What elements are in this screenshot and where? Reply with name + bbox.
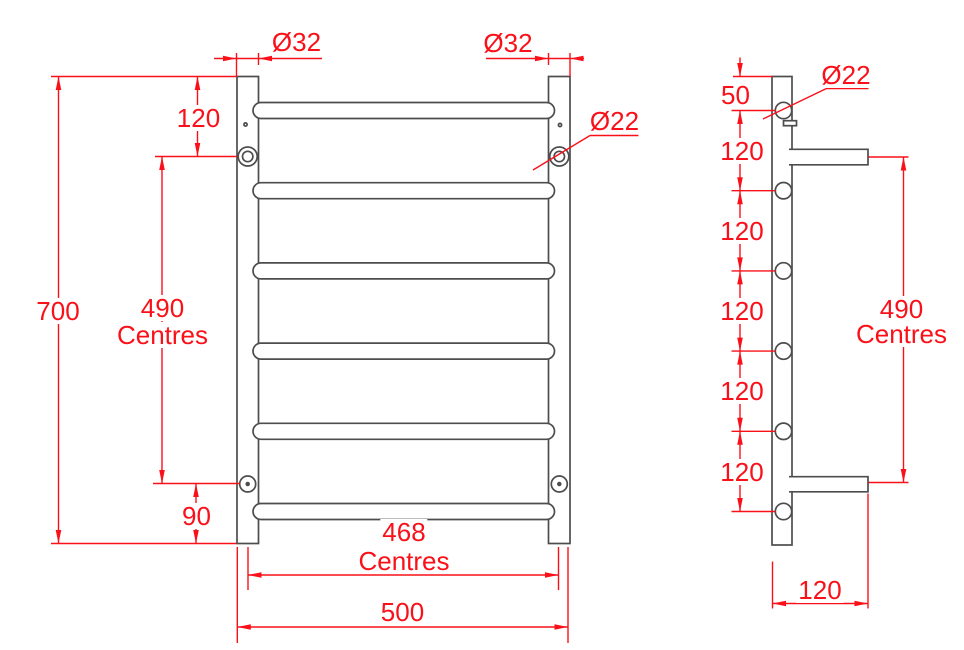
- label-bracket-centres-side-word: Centres: [853, 318, 950, 349]
- label-rail-centres-word: Centres: [356, 545, 452, 576]
- side-wall-tab: [782, 119, 798, 127]
- rail-1: [252, 101, 556, 120]
- side-bracket-bottom: [789, 475, 869, 493]
- side-rail-end-2: [774, 181, 793, 200]
- dim-rail-centres: [247, 547, 560, 590]
- label-overall-height: 700: [34, 296, 82, 326]
- rail-4: [252, 342, 556, 360]
- dim-post-diameter-left: [214, 53, 322, 77]
- label-top-to-first-rail: 50: [719, 79, 752, 110]
- dim-overall-width: [236, 547, 569, 643]
- label-rail-spacing-1: 120: [718, 135, 766, 166]
- side-post: [771, 75, 793, 546]
- side-view: [771, 75, 869, 546]
- side-rail-end-6: [774, 502, 793, 521]
- leader-rail-diameter-front: [532, 134, 639, 171]
- label-post-diameter-left: Ø32: [269, 27, 324, 57]
- label-rail-spacing-4: 120: [718, 376, 766, 406]
- mount-bracket-top-left: [237, 146, 259, 167]
- side-bracket-top: [789, 148, 869, 166]
- label-overall-width: 500: [378, 596, 427, 627]
- dim-rail-spacing-chain: [731, 57, 776, 513]
- label-top-to-bracket: 120: [174, 103, 223, 133]
- label-rail-diameter-side: Ø22: [819, 60, 873, 90]
- side-rail-end-4: [774, 342, 793, 361]
- front-view: [236, 75, 571, 545]
- side-rail-end-1: [774, 101, 793, 120]
- dim-bracket-projection: [771, 493, 869, 609]
- dim-post-diameter-right: [486, 53, 584, 77]
- leader-rail-diameter-side: [762, 87, 869, 120]
- grub-screw-hole-right: [557, 122, 563, 128]
- label-bracket-to-bottom: 90: [180, 500, 213, 531]
- grub-screw-hole-left: [243, 122, 248, 127]
- rail-2: [252, 181, 556, 200]
- label-bracket-centres-side-value: 490: [877, 294, 926, 324]
- rail-3: [252, 262, 556, 280]
- side-rail-end-3: [774, 261, 793, 280]
- label-rail-spacing-3: 120: [718, 296, 766, 326]
- side-rail-end-5: [774, 422, 793, 441]
- label-bracket-centres-front-value: 490: [138, 292, 187, 323]
- label-bracket-centres-front-word: Centres: [114, 319, 211, 350]
- mount-bracket-bottom-right: [550, 475, 569, 493]
- label-rail-centres-value: 468: [380, 516, 428, 547]
- label-rail-spacing-2: 120: [718, 215, 766, 246]
- mount-bracket-bottom-left: [238, 475, 257, 493]
- label-post-diameter-right: Ø32: [481, 28, 535, 58]
- label-rail-diameter-front: Ø22: [587, 106, 642, 136]
- label-bracket-projection: 120: [796, 574, 844, 605]
- rail-5: [252, 422, 556, 441]
- label-rail-spacing-5: 120: [718, 456, 766, 487]
